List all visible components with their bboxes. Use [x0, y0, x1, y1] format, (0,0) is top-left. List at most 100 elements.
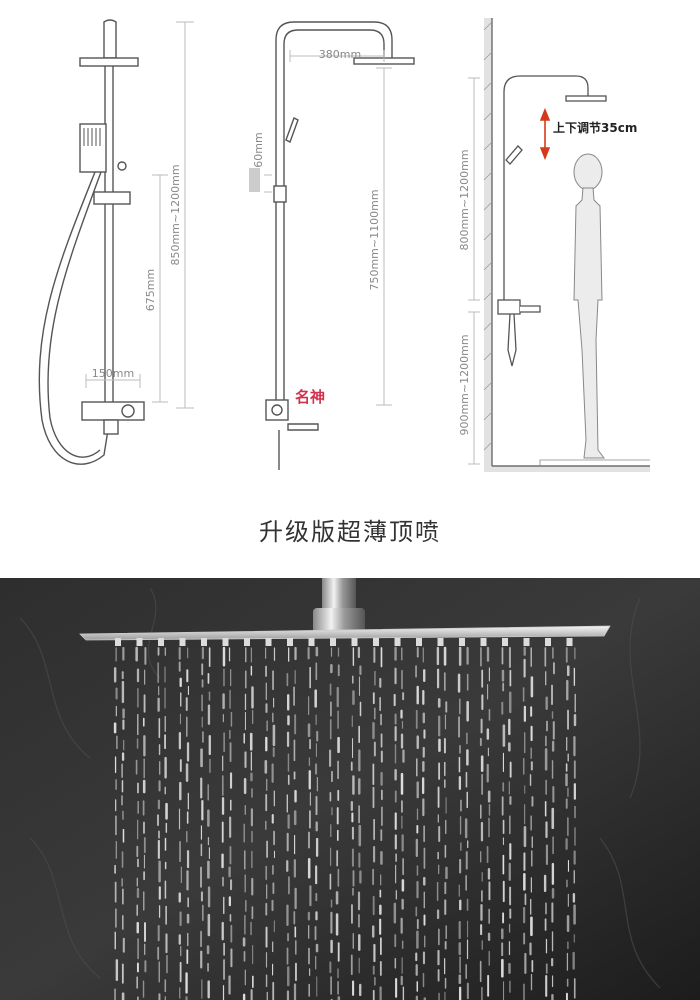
water-stream — [264, 647, 268, 1000]
water-stream — [379, 647, 383, 1000]
adjust-range-label: 上下调节35cm — [553, 120, 637, 135]
nozzle — [287, 638, 293, 646]
nozzle — [222, 638, 229, 646]
dim-800-1200-label: 800mm~1200mm — [458, 149, 471, 250]
shower-plate — [79, 625, 611, 641]
installed-head — [565, 95, 607, 102]
water-stream — [121, 646, 125, 1000]
water-stream — [307, 646, 312, 997]
front-rod-tip — [103, 19, 117, 59]
nozzle — [545, 638, 551, 646]
nozzle — [459, 638, 465, 646]
water-stream — [357, 646, 362, 997]
wall — [483, 18, 493, 466]
dim-850-1200-label: 850mm~1200mm — [169, 164, 182, 265]
installed-hand-shower — [505, 145, 523, 165]
adjust-arrow-icon — [539, 107, 551, 161]
nozzle — [330, 638, 336, 646]
front-mixer-knob — [121, 404, 135, 418]
install-dimensions — [468, 77, 480, 465]
water-stream — [249, 647, 254, 1000]
shower-arm — [322, 578, 356, 608]
technical-diagram: 850mm~1200mm 675mm 150mm 380mm 60mm 750m… — [38, 18, 650, 472]
nozzle — [136, 638, 143, 646]
water-stream — [371, 646, 376, 1000]
dim-900-1200-label: 900mm~1200mm — [458, 334, 471, 435]
water-stream — [551, 647, 555, 1000]
water-stream — [314, 646, 319, 997]
water-stream — [501, 647, 506, 1000]
installed-spout — [520, 305, 541, 313]
water-stream — [421, 647, 427, 1000]
product-photo — [0, 578, 700, 1000]
water-stream — [565, 647, 570, 1000]
water-stream — [393, 646, 398, 998]
side-holder — [273, 185, 287, 203]
nozzle — [566, 638, 573, 646]
dim-60-marker — [249, 168, 260, 192]
water-stream — [350, 647, 355, 996]
wall-texture — [19, 587, 661, 989]
side-dimensions — [264, 50, 392, 406]
water-stream — [335, 647, 341, 1000]
water-stream — [457, 646, 462, 1000]
water-streams — [113, 646, 577, 1000]
nozzle — [523, 638, 530, 646]
water-stream — [529, 647, 534, 991]
nozzle — [394, 638, 401, 646]
water-stream — [185, 647, 190, 1000]
water-stream — [142, 647, 147, 998]
floor — [484, 459, 650, 472]
watermark-logo: 名神 — [295, 388, 325, 406]
nozzle — [265, 638, 272, 646]
nozzle-row — [115, 638, 573, 646]
front-view — [38, 19, 145, 465]
water-stream — [400, 647, 405, 1000]
water-stream — [464, 646, 469, 1000]
section-caption: 升级版超薄顶喷 — [259, 518, 441, 546]
dim-380-label: 380mm — [319, 48, 361, 61]
water-stream — [271, 647, 276, 1000]
installed-riser — [503, 75, 589, 302]
water-stream — [157, 647, 161, 1000]
photo-background — [0, 578, 700, 1000]
side-riser-outer — [275, 21, 393, 400]
nozzle — [373, 638, 379, 646]
water-stream — [443, 646, 448, 1000]
front-hose-inner — [47, 171, 102, 458]
water-stream — [164, 647, 168, 1000]
installed-hose — [507, 313, 517, 367]
water-stream — [572, 647, 577, 999]
water-stream — [436, 646, 441, 1000]
nozzle — [351, 638, 358, 646]
dim-60-label: 60mm — [252, 132, 265, 167]
water-stream — [135, 646, 140, 1000]
nozzle — [179, 638, 186, 646]
dim-750-1100-label: 750mm~1100mm — [368, 189, 381, 290]
nozzle — [244, 638, 250, 646]
side-view — [265, 21, 415, 470]
water-stream — [221, 646, 226, 1000]
front-hose — [38, 171, 109, 465]
hand-shower-grille — [83, 128, 101, 146]
nozzle — [480, 638, 487, 646]
installed-mixer — [497, 299, 521, 315]
side-riser-inner — [283, 29, 385, 400]
water-stream — [286, 647, 290, 1000]
nozzle — [201, 638, 207, 646]
water-stream — [328, 647, 333, 1000]
water-stream — [415, 647, 419, 1000]
installed-shower — [497, 75, 607, 367]
side-hand-shower — [285, 117, 299, 143]
nozzle — [158, 638, 164, 646]
side-mixer-knob — [271, 404, 283, 416]
front-spout — [103, 419, 119, 435]
nozzle — [308, 638, 315, 646]
water-stream — [486, 646, 491, 997]
water-stream — [522, 646, 527, 1000]
water-stream — [113, 647, 119, 1000]
water-stream — [508, 646, 512, 993]
nozzle — [115, 638, 121, 646]
dim-675-label: 675mm — [144, 269, 157, 311]
water-stream — [543, 647, 549, 997]
